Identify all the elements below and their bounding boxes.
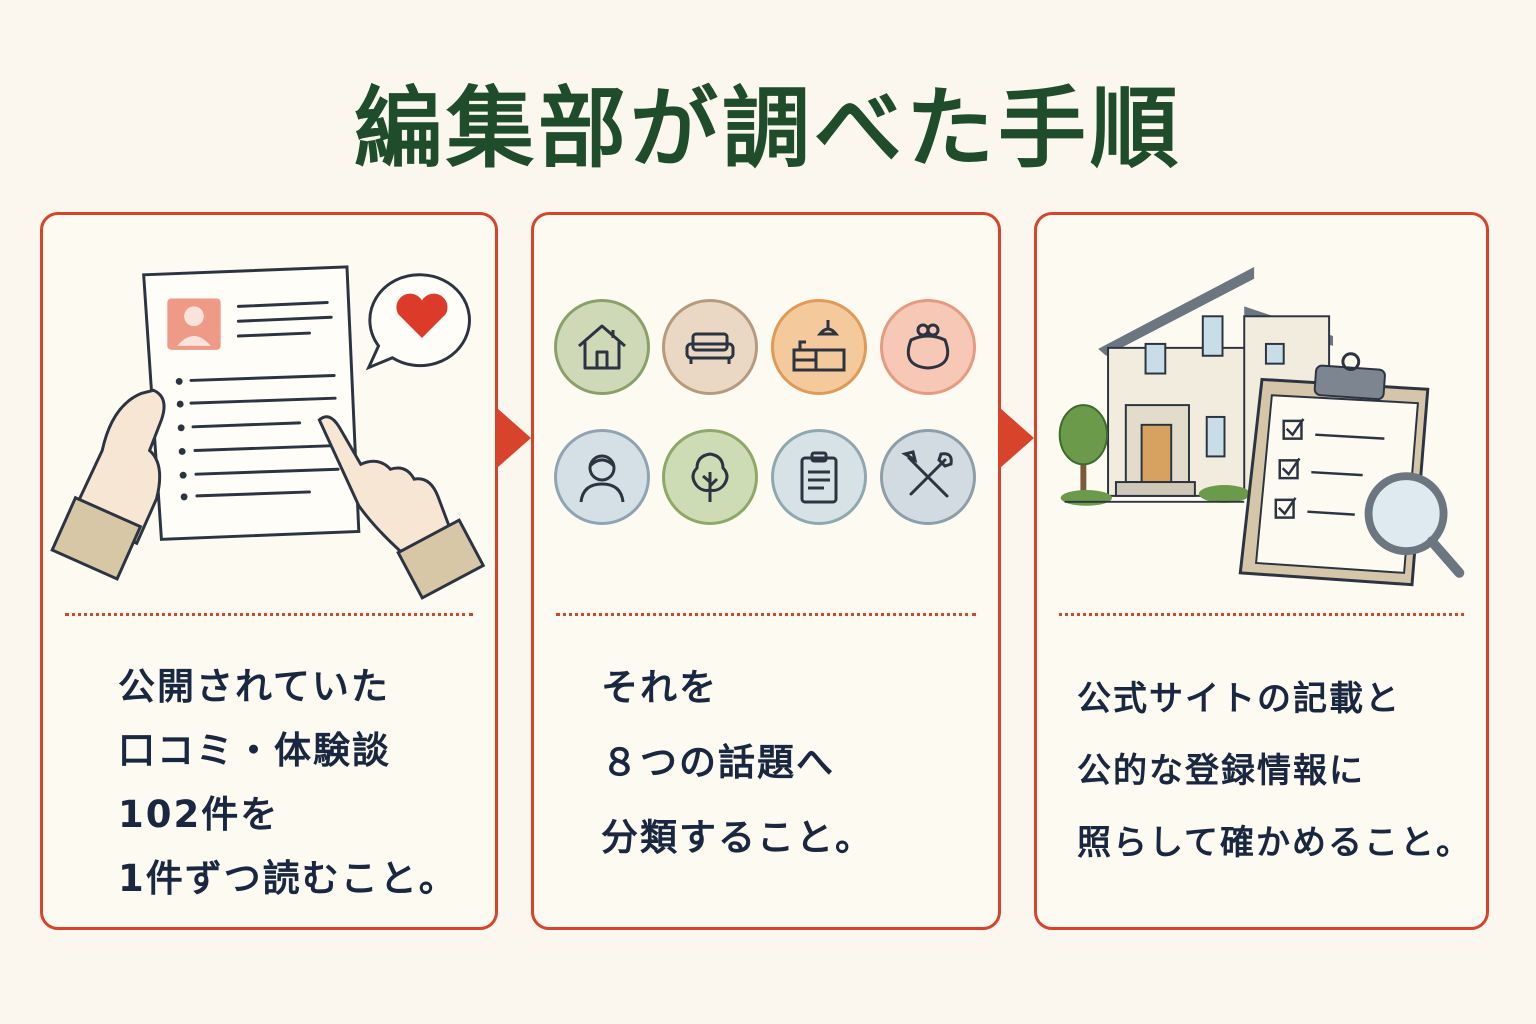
step-3-line-2: 公的な登録情報に bbox=[1077, 751, 1365, 791]
arrow-right-icon bbox=[497, 408, 531, 468]
purse-icon bbox=[880, 299, 976, 395]
clipboard-icon bbox=[771, 429, 867, 525]
tree-icon bbox=[1058, 404, 1109, 496]
person-icon bbox=[554, 429, 650, 525]
sofa-icon bbox=[662, 299, 758, 395]
dotted-divider bbox=[556, 613, 976, 616]
step-card-2: それを ８つの話題へ 分類すること。 bbox=[531, 212, 1001, 930]
step-2-line-3: 分類すること。 bbox=[601, 816, 874, 859]
step-2-text: それを ８つの話題へ 分類すること。 bbox=[601, 650, 986, 875]
tools-icon bbox=[880, 429, 976, 525]
dotted-divider bbox=[1059, 613, 1464, 616]
review-reading-illustration bbox=[50, 265, 486, 600]
dotted-divider bbox=[65, 613, 473, 616]
kitchen-icon bbox=[771, 299, 867, 395]
topic-icons-grid bbox=[534, 215, 998, 610]
magnifier-icon bbox=[1364, 472, 1465, 578]
step-card-1: 公開されていた 口コミ・体験談 102件を 1件ずつ読むこと。 bbox=[40, 212, 498, 930]
page-title: 編集部が調べた手順 bbox=[353, 77, 1182, 180]
heart-icon bbox=[396, 293, 448, 338]
step-3-line-1: 公式サイトの記載と bbox=[1077, 679, 1401, 719]
step-3-text: 公式サイトの記載と 公的な登録情報に 照らして確かめること。 bbox=[1077, 663, 1474, 879]
step-1-text: 公開されていた 口コミ・体験談 102件を 1件ずつ読むこと。 bbox=[118, 655, 483, 911]
arrow-right-icon bbox=[1000, 408, 1034, 468]
step-2-line-1: それを bbox=[601, 666, 718, 709]
step-1-line-1: 公開されていた bbox=[118, 665, 390, 708]
house-inspection-illustration bbox=[1058, 266, 1465, 587]
step-card-3: 公式サイトの記載と 公的な登録情報に 照らして確かめること。 bbox=[1034, 212, 1489, 930]
step-1-line-2: 口コミ・体験談 bbox=[118, 729, 391, 772]
step-2-line-2: ８つの話題へ bbox=[601, 741, 835, 784]
step-1-line-4: 1件ずつ読むこと。 bbox=[118, 857, 458, 900]
step-3-line-3: 照らして確かめること。 bbox=[1077, 823, 1472, 863]
house-icon bbox=[554, 299, 650, 395]
tree-icon bbox=[662, 429, 758, 525]
step-1-line-3: 102件を bbox=[118, 793, 280, 836]
